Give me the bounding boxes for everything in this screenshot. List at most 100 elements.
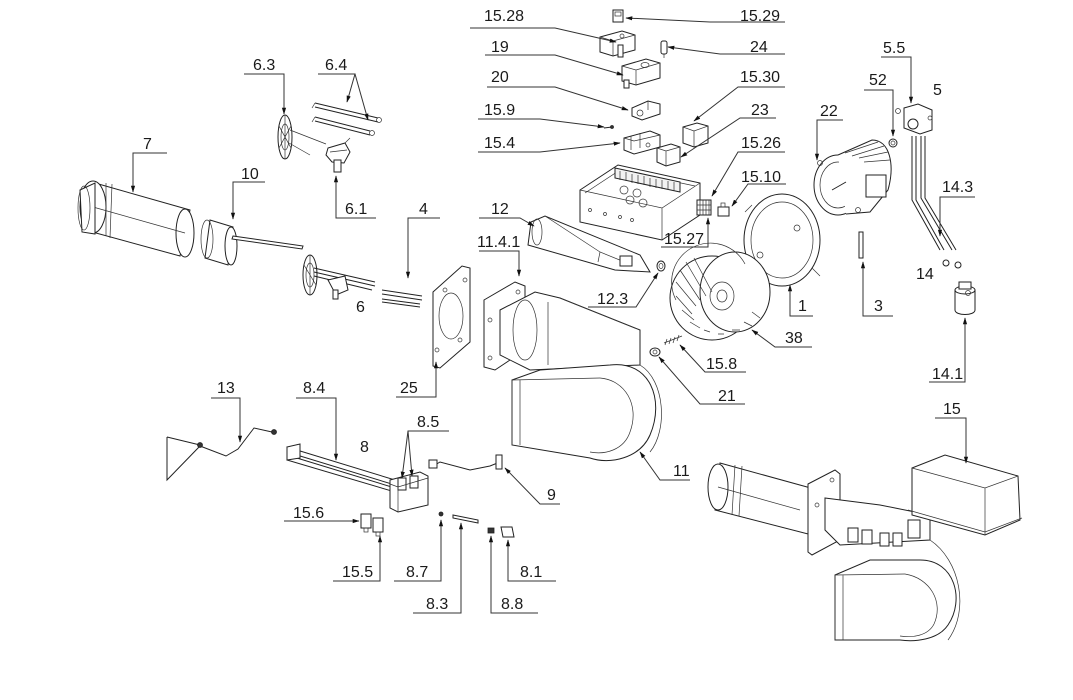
callout-15-26: 15.26: [711, 135, 785, 197]
callout-15-30: 15.30: [693, 69, 785, 122]
part-washer-21: [649, 347, 661, 357]
part-nut-12-3: [656, 260, 666, 272]
callout-1: 1: [787, 284, 813, 317]
callout-label-13: 13: [217, 380, 235, 397]
callout-label-1: 1: [798, 298, 807, 315]
part-assembled-burner-15: [707, 454, 1023, 642]
callout-15-8: 15.8: [679, 344, 746, 373]
callout-14-1: 14.1: [929, 317, 968, 383]
callout-label-15-4: 15.4: [484, 135, 515, 152]
callout-38: 38: [751, 329, 812, 348]
callout-15-29: 15.29: [625, 8, 785, 25]
callout-8-4: 8.4: [296, 380, 339, 461]
callout-label-8-7: 8.7: [406, 564, 428, 581]
callout-13: 13: [211, 380, 243, 443]
callout-label-11: 11: [673, 463, 690, 480]
part-air-intake-12: [527, 215, 651, 273]
part-solenoid-valve-block-8: [286, 443, 429, 513]
callout-label-52: 52: [869, 72, 887, 89]
callout-label-25: 25: [400, 380, 418, 397]
part-flame-ring-10: [200, 219, 304, 266]
part-oil-pipe-13: [166, 427, 277, 482]
callout-label-8-1: 8.1: [520, 564, 542, 581]
callout-label-24: 24: [750, 39, 768, 56]
callout-label-15-27: 15.27: [664, 231, 704, 248]
callout-label-4: 4: [419, 201, 428, 218]
callout-15-28: 15.28: [470, 8, 617, 43]
callout-label-12-3: 12.3: [597, 291, 628, 308]
callout-24: 24: [667, 39, 785, 56]
callout-5-5: 5.5: [881, 40, 914, 104]
callout-label-12: 12: [491, 201, 509, 218]
part-cover-19: [621, 58, 661, 89]
callout-8-5: 8.5: [400, 414, 449, 479]
callout-label-19: 19: [491, 39, 509, 56]
part-screw-15-9: [603, 125, 614, 129]
callout-label-8-5: 8.5: [417, 414, 439, 431]
callout-15-6: 15.6: [284, 505, 360, 524]
part-control-relay-15-28: [599, 30, 636, 58]
callout-label-14-1: 14.1: [932, 366, 963, 383]
callout-label-9: 9: [547, 487, 556, 504]
callout-label-8: 8: [360, 439, 369, 456]
callout-23: 23: [680, 102, 776, 158]
part-ignition-electrodes-6-4: [311, 102, 382, 136]
part-small-hardware-8: [438, 511, 515, 538]
callout-6-1: 6.1: [333, 175, 376, 219]
callout-6-4: 6.4: [318, 57, 369, 121]
callout-label-15-26: 15.26: [741, 135, 781, 152]
part-connector-15-29: [612, 9, 624, 23]
callout-label-5-5: 5.5: [883, 40, 905, 57]
part-base-15-4: [623, 130, 661, 155]
callout-21: 21: [658, 356, 745, 405]
part-fan-wheel-38: [669, 242, 771, 341]
callout-label-21: 21: [718, 388, 736, 405]
callout-label-10: 10: [241, 166, 259, 183]
callout-19: 19: [485, 39, 624, 76]
part-oil-filter-14-1: [954, 281, 976, 315]
part-burner-housing-11: [483, 281, 662, 462]
callout-6-3: 6.3: [244, 57, 287, 115]
callout-label-15-9: 15.9: [484, 102, 515, 119]
part-relay-23: [656, 143, 681, 167]
part-connector-15-10: [717, 202, 730, 217]
callout-label-15-28: 15.28: [484, 8, 524, 25]
callout-8-1: 8.1: [505, 539, 556, 582]
callout-label-8-4: 8.4: [303, 380, 325, 397]
callout-6: 6: [356, 299, 365, 316]
callout-10: 10: [230, 166, 265, 220]
callout-label-15-5: 15.5: [342, 564, 373, 581]
part-bracket-20: [631, 100, 661, 121]
part-spring-15-8: [663, 334, 683, 346]
callout-label-5: 5: [933, 82, 942, 99]
part-oil-hoses-14: [911, 136, 962, 269]
callout-label-8-8: 8.8: [501, 596, 523, 613]
callout-label-6: 6: [356, 299, 365, 316]
callout-label-15-30: 15.30: [740, 69, 780, 86]
part-key-3: [858, 231, 864, 259]
callout-11: 11: [639, 451, 690, 481]
part-gasket-25: [432, 265, 471, 369]
callout-label-15-6: 15.6: [293, 505, 324, 522]
part-diffuser-disc-6-3: [277, 114, 327, 160]
callout-15-5: 15.5: [333, 535, 383, 582]
callout-label-15-10: 15.10: [741, 169, 781, 186]
callout-label-6-3: 6.3: [253, 57, 275, 74]
part-blast-tube-7: [77, 180, 195, 258]
callout-label-8-3: 8.3: [426, 596, 448, 613]
callout-label-22: 22: [820, 103, 838, 120]
callout-label-14-3: 14.3: [942, 179, 973, 196]
callout-label-38: 38: [785, 330, 803, 347]
callout-22: 22: [814, 103, 843, 161]
part-plugs-15-6: [360, 513, 384, 537]
part-nozzle-holder-6-1: [325, 137, 351, 173]
callout-label-14: 14: [916, 266, 934, 283]
part-pin-24: [660, 40, 668, 58]
callout-9: 9: [504, 467, 560, 505]
callout-11-4-1: 11.4.1: [477, 234, 522, 277]
callout-20: 20: [487, 69, 629, 111]
callout-15: 15: [935, 401, 969, 464]
callout-label-7: 7: [143, 136, 152, 153]
part-terminal-strip-15-26: [696, 199, 712, 216]
